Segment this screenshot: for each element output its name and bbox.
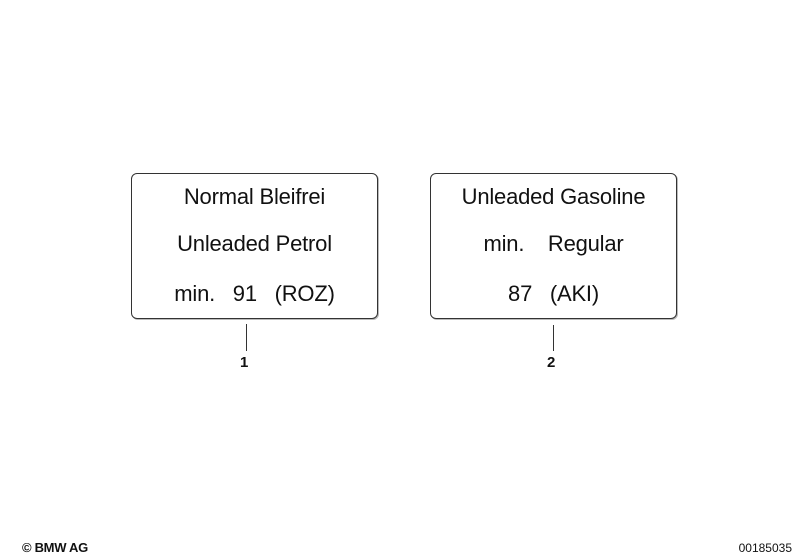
leader-line-1 — [246, 324, 247, 351]
fuel-label-1: Normal Bleifrei Unleaded Petrol min. 91 … — [131, 173, 378, 319]
callout-number-2: 2 — [547, 354, 556, 371]
fuel-label-line: min. Regular — [483, 231, 624, 256]
copyright-text: © BMW AG — [22, 540, 88, 555]
fuel-label-line: min. 91 (ROZ) — [174, 281, 335, 306]
image-number: 00185035 — [738, 541, 792, 555]
fuel-label-line: Unleaded Petrol — [177, 231, 332, 256]
callout-number-1: 1 — [240, 354, 249, 371]
fuel-label-2: Unleaded Gasoline min. Regular 87 (AKI) — [430, 173, 677, 319]
fuel-label-line: 87 (AKI) — [508, 281, 599, 306]
fuel-label-line: Unleaded Gasoline — [461, 184, 646, 209]
fuel-label-line: Normal Bleifrei — [183, 184, 326, 209]
leader-line-2 — [553, 325, 554, 351]
